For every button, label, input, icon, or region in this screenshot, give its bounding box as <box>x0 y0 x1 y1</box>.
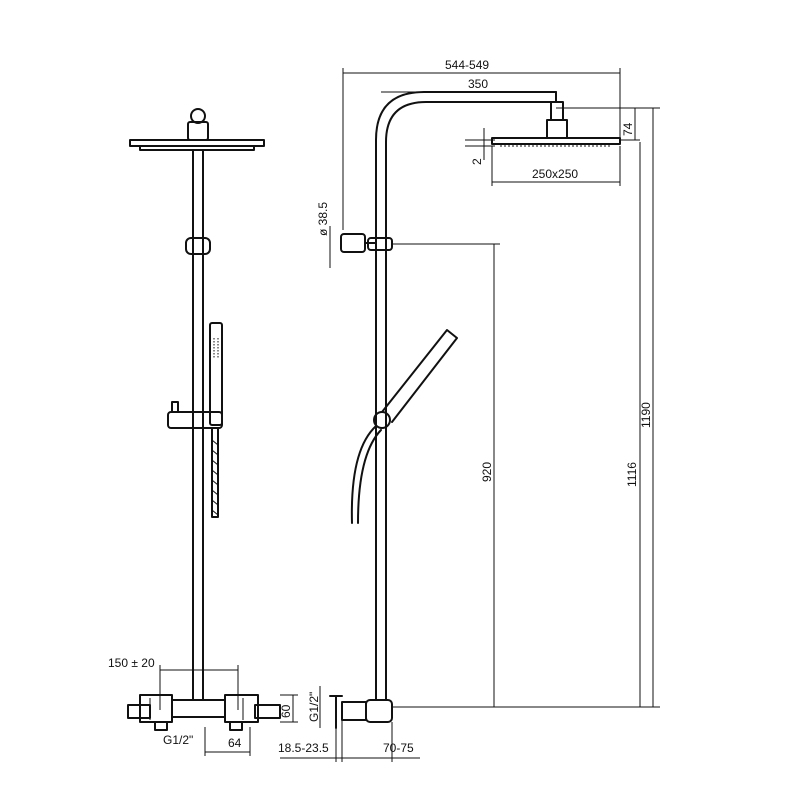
front-thermostatic-valve <box>127 694 281 731</box>
dim-head-size: 250x250 <box>532 167 578 181</box>
dim-total-height-line <box>392 107 660 708</box>
dim-inlet-thread-front: G1/2" <box>163 733 193 747</box>
dim-inlet-thread-side: G1/2" <box>307 692 321 722</box>
dim-head-thickness: 2 <box>470 158 484 165</box>
dim-valve-depth-line <box>204 727 251 756</box>
side-hand-shower <box>373 329 458 429</box>
dim-valve-spacing-line <box>159 665 239 710</box>
side-rail-arm <box>375 91 557 701</box>
dim-valve-height: 60 <box>279 704 293 718</box>
front-rail-clamp <box>185 237 211 255</box>
dim-valve-spacing: 150 ± 20 <box>108 656 155 670</box>
dim-slider-height: 920 <box>480 462 494 482</box>
dim-total-height: 1190 <box>639 402 653 428</box>
dim-bracket-diameter: ø 38.5 <box>316 202 330 236</box>
front-rail <box>192 149 204 701</box>
front-head-connector <box>187 108 209 141</box>
front-shower-head <box>129 139 265 151</box>
dim-arm-height: 74 <box>621 122 635 136</box>
dim-eccentric-offset: 18.5-23.5 <box>278 741 329 755</box>
side-hose <box>350 425 382 524</box>
dim-total-width-line <box>342 68 621 230</box>
dim-bottom-offsets-line <box>280 720 420 762</box>
side-shower-head <box>491 137 621 147</box>
dim-valve-depth: 64 <box>228 736 242 750</box>
front-slider-holder <box>167 401 223 429</box>
dim-rail-height: 1116 <box>625 462 639 487</box>
front-hose <box>211 427 219 518</box>
front-view: 150 ± 20 60 G1/2" 64 <box>108 108 298 756</box>
dim-valve-height-line <box>280 694 298 723</box>
dim-total-width: 544-549 <box>445 58 489 72</box>
dim-arm-length: 350 <box>468 77 488 91</box>
side-valve <box>329 695 393 729</box>
dim-head-size-line <box>491 146 621 186</box>
side-view: 544-549 350 74 2 250x250 <box>278 58 660 762</box>
side-head-connector <box>546 101 568 139</box>
front-hand-shower <box>209 322 223 426</box>
dim-head-thickness-line <box>465 128 495 160</box>
dim-wall-offset: 70-75 <box>383 741 414 755</box>
side-wall-bracket <box>340 233 393 253</box>
dim-slider-height-line <box>392 243 500 707</box>
